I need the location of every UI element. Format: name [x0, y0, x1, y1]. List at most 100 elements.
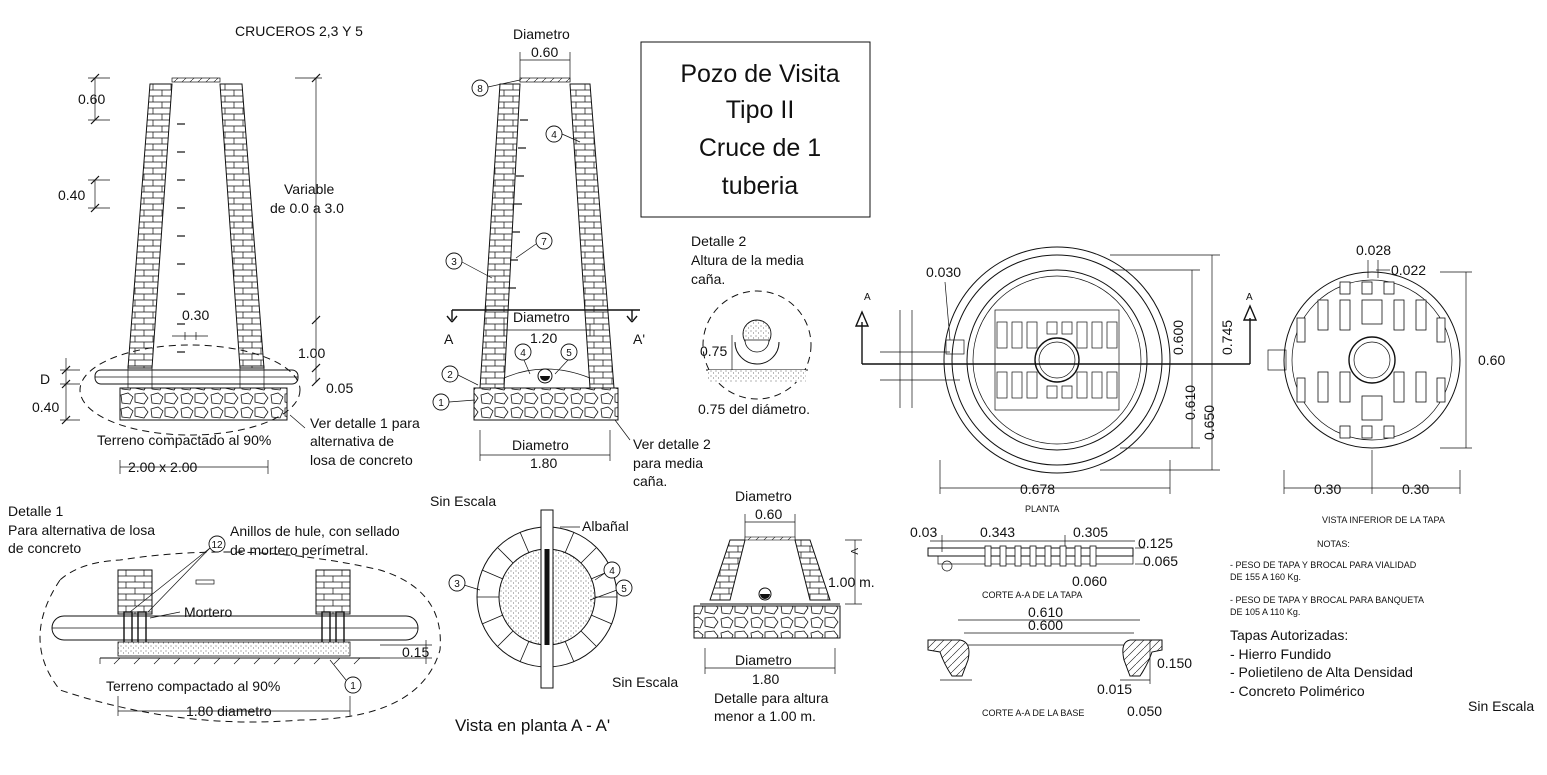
- corte-tapa: 0.03 0.343 0.305 0.125 0.065 0.060 CORTE…: [910, 524, 1178, 600]
- callout-1-det1: 1: [329, 659, 362, 694]
- ground-label: Terreno compactado al 90%: [97, 432, 271, 448]
- det2-dim: 0.75: [700, 343, 727, 359]
- note-3: caña.: [633, 473, 667, 489]
- cut-a2: A': [633, 331, 645, 347]
- cb-dim-600: 0.600: [1028, 617, 1063, 633]
- ct-dim-065: 0.065: [1143, 553, 1178, 569]
- section-view: Diametro 0.60 A A' Diametro 1.20 D: [432, 26, 711, 489]
- ct-dim-343: 0.343: [980, 524, 1015, 540]
- svg-text:5: 5: [621, 584, 627, 595]
- svg-text:4: 4: [609, 566, 615, 577]
- right-wall: [219, 83, 265, 369]
- vi-dim-060: 0.60: [1478, 352, 1505, 368]
- det1-base-dim: 1.80 diametro: [186, 703, 272, 719]
- left-wall: [127, 83, 173, 369]
- dim-030: 0.30: [182, 307, 209, 323]
- detalle-2: Detalle 2 Altura de la media caña. 0.75 …: [691, 233, 812, 417]
- planta-dim-030: 0.030: [926, 264, 961, 280]
- svg-text:1: 1: [350, 681, 356, 692]
- plan-sin-escala: Sin Escala: [430, 493, 496, 509]
- det1-dim-015: 0.15: [402, 644, 429, 660]
- det2-caption: 0.75 del diámetro.: [698, 401, 810, 417]
- note-2b: DE 105 A 110 Kg.: [1230, 607, 1300, 617]
- cb-label: CORTE A-A DE LA BASE: [982, 708, 1084, 718]
- base-dim: 2.00 x 2.00: [128, 459, 197, 475]
- svg-text:12: 12: [211, 540, 223, 551]
- tapa-1: - Hierro Fundido: [1230, 646, 1331, 662]
- ct-label: CORTE A-A DE LA TAPA: [982, 590, 1082, 600]
- title-line-4: tuberia: [722, 172, 799, 200]
- dim-step: 0.40: [58, 187, 85, 203]
- small-detail: Diametro 0.60 1.00 m. V Diametro 1.80 De…: [693, 488, 875, 724]
- vi-dim-030-r: 0.30: [1402, 481, 1429, 497]
- det1-mortero: Mortero: [184, 604, 232, 620]
- title-line-1: Pozo de Visita: [680, 60, 839, 88]
- callout-5: 5: [554, 343, 578, 375]
- planta-cut-a2: A: [1246, 292, 1253, 303]
- det2-line-2: Altura de la media: [691, 252, 804, 268]
- dim-005: 0.05: [326, 380, 353, 396]
- svg-text:3: 3: [454, 579, 460, 590]
- small-diam-label: Diametro: [735, 488, 792, 504]
- svg-text:8: 8: [477, 84, 483, 95]
- title-box: [640, 41, 871, 218]
- callout-7: 7: [515, 232, 553, 259]
- notes: NOTAS: - PESO DE TAPA Y BROCAL PARA VIAL…: [1230, 539, 1534, 714]
- callout-4-top: 4: [545, 125, 581, 143]
- det2-line-3: caña.: [691, 271, 725, 287]
- svg-text:4: 4: [551, 130, 557, 141]
- planta-dim-745: 0.745: [1219, 320, 1235, 355]
- det2-line-1: Detalle 2: [691, 233, 746, 249]
- callout-4-low: 4: [514, 343, 532, 375]
- corte-base: 0.610 0.600 0.150 0.015 0.050 CORTE A-A …: [927, 604, 1192, 719]
- note-2: alternativa de: [310, 433, 394, 449]
- small-caption-1: Detalle para altura: [714, 690, 829, 706]
- plan-view: Sin Escala Albañal 3 4: [430, 493, 678, 735]
- stone-base: [119, 387, 288, 421]
- small-height: 1.00 m.: [828, 574, 875, 590]
- note-3: losa de concreto: [310, 452, 413, 468]
- tapa-3: - Concreto Polimérico: [1230, 683, 1365, 699]
- vi-dim-030-l: 0.30: [1314, 481, 1341, 497]
- svg-text:5: 5: [566, 348, 572, 359]
- ct-dim-305: 0.305: [1073, 524, 1108, 540]
- planta-dim-650: 0.650: [1201, 405, 1217, 440]
- diam-bottom: 1.80: [530, 455, 557, 471]
- planta-dim-600: 0.600: [1170, 320, 1186, 355]
- svg-text:2: 2: [447, 370, 453, 381]
- section-title: CRUCEROS 2,3 Y 5: [235, 23, 363, 39]
- det1-line-2: Para alternativa de losa: [8, 522, 155, 538]
- dim-top: 0.60: [78, 91, 105, 107]
- callout-1: 1: [432, 393, 476, 411]
- det1-ground-label: Terreno compactado al 90%: [106, 678, 280, 694]
- svg-text:3: 3: [451, 257, 457, 268]
- small-diam-bottom: 1.80: [752, 671, 779, 687]
- left-elevation: 0.60 0.40 Variable de 0.0 a 3.0 1.00 0.0…: [32, 73, 420, 475]
- cb-dim-015: 0.015: [1097, 681, 1132, 697]
- diam-top: 0.60: [531, 44, 558, 60]
- det1-rings-2: de mortero perímetral.: [230, 542, 369, 558]
- ct-dim-060: 0.060: [1072, 573, 1107, 589]
- callout-12: 12: [129, 535, 226, 613]
- cb-dim-150: 0.150: [1157, 655, 1192, 671]
- vi-label: VISTA INFERIOR DE LA TAPA: [1322, 515, 1445, 525]
- tapas-heading: Tapas Autorizadas:: [1230, 627, 1348, 643]
- diam-bottom-label: Diametro: [512, 437, 569, 453]
- plan-caption: Vista en planta A - A': [455, 716, 610, 735]
- tapa-2: - Polietileno de Alta Densidad: [1230, 664, 1413, 680]
- callout-5-plan: 5: [589, 579, 633, 601]
- plan-sin-escala-2: Sin Escala: [612, 674, 678, 690]
- note-1: Ver detalle 2: [633, 436, 711, 452]
- det1-line-1: Detalle 1: [8, 503, 63, 519]
- planta-dim-610: 0.610: [1182, 385, 1198, 420]
- dim-100: 1.00: [298, 345, 325, 361]
- planta: A A 0.030 0.600 0.745 0.610 0.650 0.678 …: [854, 246, 1258, 514]
- detalle-1: Detalle 1 Para alternativa de losa de co…: [8, 503, 441, 723]
- diam-mid-label: Diametro: [513, 309, 570, 325]
- note-1a: - PESO DE TAPA Y BROCAL PARA VIALIDAD: [1230, 560, 1417, 570]
- note-2a: - PESO DE TAPA Y BROCAL PARA BANQUETA: [1230, 595, 1424, 605]
- det1-rings-1: Anillos de hule, con sellado: [230, 523, 400, 539]
- ct-dim-003: 0.03: [910, 524, 937, 540]
- notes-sin-escala: Sin Escala: [1468, 698, 1534, 714]
